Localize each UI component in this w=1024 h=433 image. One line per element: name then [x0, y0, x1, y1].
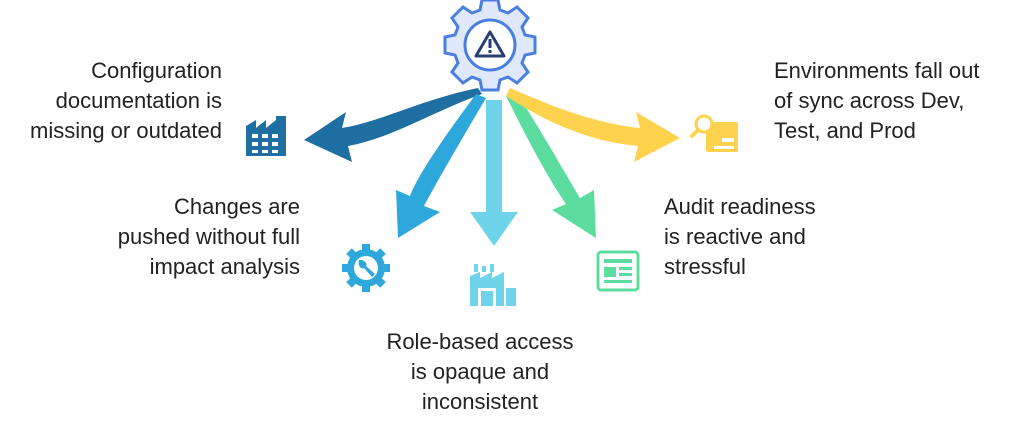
label-line: Role-based access — [386, 329, 574, 354]
gear-warning-icon — [443, 0, 537, 92]
label-line: Configuration — [91, 58, 222, 83]
label-line: documentation is — [55, 88, 222, 113]
gear-wrench-icon — [342, 244, 390, 292]
arrow-audit — [506, 92, 596, 238]
label-role: Role-based access is opaque and inconsis… — [370, 327, 590, 417]
arrow-changes — [396, 94, 486, 238]
label-line: Audit readiness — [664, 194, 816, 219]
label-changes: Changes are pushed without full impact a… — [118, 192, 300, 282]
label-config: Configuration documentation is missing o… — [30, 56, 222, 146]
arrow-config — [304, 88, 482, 162]
arrow-env — [506, 88, 680, 162]
label-line: Changes are — [174, 194, 300, 219]
label-line: missing or outdated — [30, 118, 222, 143]
factory-icon — [246, 116, 286, 156]
label-env: Environments fall out of sync across Dev… — [774, 56, 979, 146]
label-line: is opaque and — [410, 359, 550, 384]
arrow-role — [470, 100, 518, 246]
label-audit: Audit readiness is reactive and stressfu… — [664, 192, 816, 282]
label-line: pushed without full — [117, 224, 300, 249]
factory-building-icon — [470, 264, 516, 306]
label-line: inconsistent — [421, 389, 539, 414]
label-line: Test, and Prod — [774, 118, 916, 143]
label-line: impact analysis — [149, 254, 300, 279]
label-line: is reactive and — [664, 224, 806, 249]
label-line: Environments fall out — [774, 58, 980, 83]
search-card-icon — [690, 114, 738, 152]
label-line: stressful — [664, 254, 746, 279]
arrows — [304, 88, 680, 246]
label-line: of sync across Dev, — [774, 88, 965, 113]
newspaper-icon — [596, 250, 640, 292]
